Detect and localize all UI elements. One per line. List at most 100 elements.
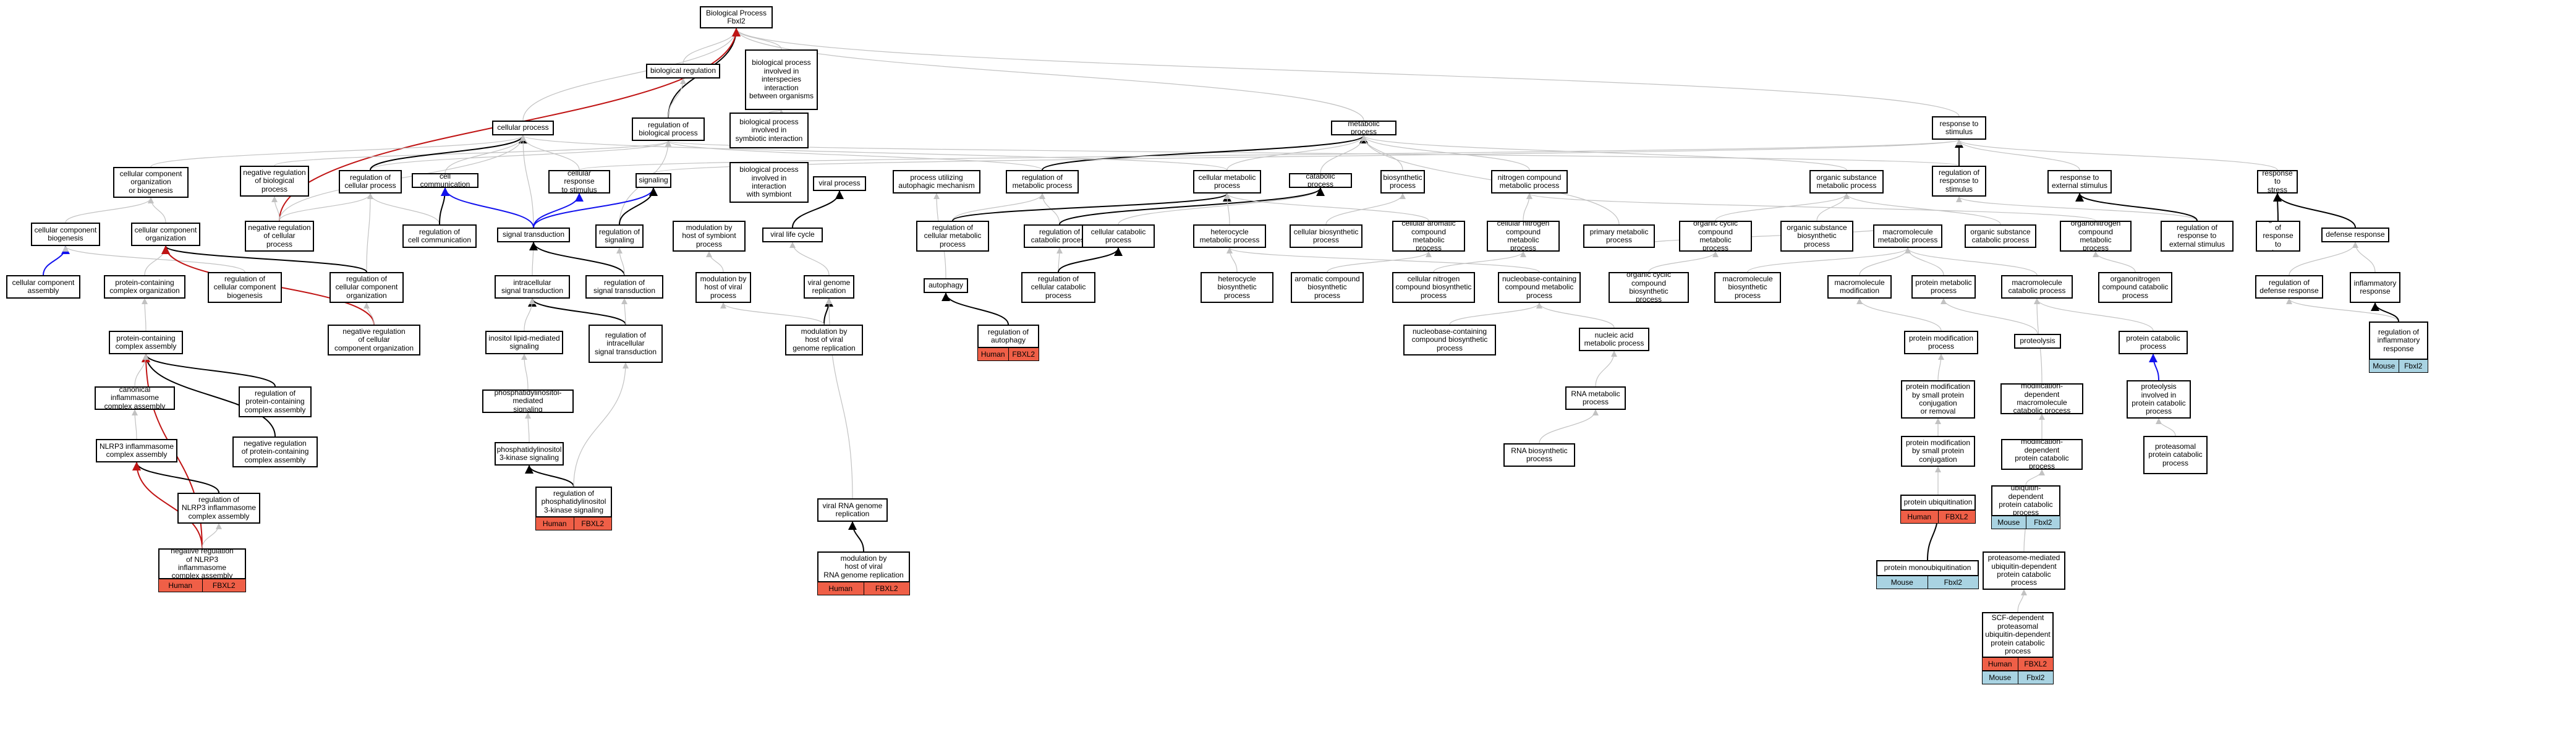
go-term-node-regrespext[interactable]: regulation of response to external stimu…	[2161, 221, 2234, 252]
go-term-node-cellnitrobiosyn[interactable]: cellular nitrogen compound biosynthetic …	[1392, 272, 1475, 303]
go-term-node-cellcomm[interactable]: cell communication	[412, 173, 478, 188]
go-term-node-proteolysis[interactable]: proteolysis	[2014, 334, 2061, 349]
go-term-node-rnametab[interactable]: RNA metabolic process	[1565, 386, 1626, 410]
go-term-node-pcassembly[interactable]: protein-containing complex assembly	[109, 331, 183, 354]
go-term-node-modviralgen[interactable]: modulation by host of viral genome repli…	[785, 325, 863, 355]
go-term-node-autophmech[interactable]: process utilizing autophagic mechanism	[893, 170, 980, 194]
go-term-node-regccorg[interactable]: regulation of cellular component organiz…	[329, 272, 404, 303]
go-term-node-organonitrocatab[interactable]: organonitrogen compound catabolic proces…	[2098, 272, 2172, 303]
go-term-node-inflam[interactable]: inflammatory response	[2350, 272, 2400, 303]
go-term-node-canoninflam[interactable]: canonical inflammasome complex assembly	[95, 386, 175, 410]
go-term-node-regcellmetab[interactable]: regulation of cellular metabolic process	[916, 221, 989, 252]
go-term-node-cellnitro[interactable]: cellular nitrogen compound metabolic pro…	[1487, 221, 1560, 252]
go-term-node-moddepprot[interactable]: modification-dependent protein catabolic…	[2001, 439, 2083, 470]
go-term-node-protmodconj[interactable]: protein modification by small protein co…	[1901, 436, 1975, 467]
go-term-node-viralrna[interactable]: viral RNA genome replication	[817, 498, 888, 522]
go-term-node-protmetab[interactable]: protein metabolic process	[1911, 275, 1976, 299]
go-term-node-regpcassembly[interactable]: regulation of protein-containing complex…	[239, 386, 312, 417]
go-term-node-reginflam[interactable]: regulation of inflammatory response	[2369, 321, 2428, 360]
go-term-node-ccassembly[interactable]: cellular component assembly	[6, 275, 80, 299]
go-term-node-symbiotic[interactable]: biological process involved in symbiotic…	[729, 113, 809, 148]
go-term-node-protmodsmall[interactable]: protein modification by small protein co…	[1901, 380, 1975, 419]
go-term-node-ccbiogen[interactable]: cellular component biogenesis	[31, 223, 100, 246]
go-term-node-inositol[interactable]: inositol lipid-mediated signaling	[485, 331, 563, 354]
go-term-node-nlrp3[interactable]: NLRP3 inflammasome complex assembly	[96, 439, 177, 462]
go-term-node-negregbio[interactable]: negative regulation of biological proces…	[240, 166, 309, 197]
go-term-node-regmetab[interactable]: regulation of metabolic process	[1006, 170, 1079, 194]
go-term-node-symbiont[interactable]: biological process involved in interacti…	[729, 162, 809, 203]
go-term-node-pi3k[interactable]: phosphatidylinositol 3-kinase signaling	[495, 442, 564, 466]
go-term-node-viralproc[interactable]: viral process	[813, 176, 866, 191]
go-term-node-autophagy[interactable]: autophagy	[924, 278, 968, 293]
go-term-node-cellproc[interactable]: cellular process	[492, 121, 554, 135]
go-term-node-nucbasebiosyn[interactable]: nucleobase-containing compound biosynthe…	[1403, 325, 1496, 355]
go-term-node-phosmed[interactable]: phosphatidylinositol-mediated signaling	[482, 389, 574, 413]
go-term-node-macromol[interactable]: macromolecule metabolic process	[1873, 224, 1942, 248]
go-term-node-arombiosyn[interactable]: aromatic compound biosynthetic process	[1291, 272, 1364, 303]
go-term-node-regnlrp3[interactable]: regulation of NLRP3 inflammasome complex…	[177, 493, 260, 524]
go-term-node-ubiqdep[interactable]: ubiquitin-dependent protein catabolic pr…	[1991, 485, 2060, 516]
go-term-node-modviralrna[interactable]: modulation by host of viral RNA genome r…	[817, 551, 910, 582]
go-term-node-regresp[interactable]: regulation of response to stimulus	[1932, 166, 1986, 197]
go-term-node-cellmetab[interactable]: cellular metabolic process	[1193, 170, 1261, 194]
go-term-node-orgcyclic[interactable]: organic cyclic compound metabolic proces…	[1679, 221, 1752, 252]
go-term-node-interspecies[interactable]: biological process involved in interspec…	[745, 49, 818, 110]
go-term-node-orgsubcatab[interactable]: organic substance catabolic process	[1965, 224, 2036, 248]
go-term-node-regbio[interactable]: regulation of biological process	[632, 117, 705, 141]
go-term-node-cellcatab[interactable]: cellular catabolic process	[1082, 224, 1155, 248]
go-term-node-negregccorg[interactable]: negative regulation of cellular componen…	[328, 325, 420, 355]
go-term-node-respstim[interactable]: response to stimulus	[1932, 116, 1986, 140]
go-term-node-pcorg[interactable]: protein-containing complex organization	[104, 275, 185, 299]
go-term-node-nucacid[interactable]: nucleic acid metabolic process	[1579, 328, 1649, 351]
go-term-node-regcellcomm[interactable]: regulation of cell communication	[402, 224, 477, 248]
go-term-node-proteasomal[interactable]: proteasomal protein catabolic process	[2143, 436, 2208, 474]
go-term-node-regrespstress[interactable]: regulation of response to stress	[2256, 221, 2300, 252]
go-term-node-viralgenrep[interactable]: viral genome replication	[804, 275, 854, 299]
go-term-node-orgsubbiosyn[interactable]: organic substance biosynthetic process	[1780, 221, 1853, 252]
go-term-node-protmonoubiq[interactable]: protein monoubiquitination	[1876, 560, 1979, 576]
go-term-node-macromolbiosyn[interactable]: macromolecule biosynthetic process	[1714, 272, 1781, 303]
go-term-node-orgcyclicbiosyn[interactable]: organic cyclic compound biosynthetic pro…	[1609, 272, 1689, 303]
go-term-node-protmod[interactable]: protein modification process	[1904, 331, 1978, 354]
go-term-node-negregpcassembly[interactable]: negative regulation of protein-containin…	[232, 436, 318, 467]
go-term-node-cellarom[interactable]: cellular aromatic compound metabolic pro…	[1392, 221, 1465, 252]
go-term-node-nitro[interactable]: nitrogen compound metabolic process	[1491, 170, 1568, 194]
go-term-node-metab[interactable]: metabolic process	[1331, 121, 1396, 135]
go-term-node-macromolmod[interactable]: macromolecule modification	[1827, 275, 1892, 299]
go-term-node-scfdep[interactable]: SCF-dependent proteasomal ubiquitin-depe…	[1982, 612, 2054, 658]
go-term-node-bioreg[interactable]: biological regulation	[646, 64, 720, 79]
go-term-node-organonitro[interactable]: organonitrogen compound metabolic proces…	[2060, 221, 2132, 252]
go-term-node-negregcell[interactable]: negative regulation of cellular process	[245, 221, 314, 252]
go-term-node-modviral[interactable]: modulation by host of viral process	[695, 272, 751, 303]
go-term-node-sigtrans[interactable]: signal transduction	[497, 228, 570, 242]
go-term-node-signaling[interactable]: signaling	[635, 173, 671, 188]
go-term-node-regdefense[interactable]: regulation of defense response	[2255, 275, 2323, 299]
go-term-node-negregnlrp3[interactable]: negative regulation of NLRP3 inflammasom…	[158, 548, 246, 579]
go-term-node-proteolysiscatab[interactable]: proteolysis involved in protein cataboli…	[2127, 380, 2191, 419]
go-term-node-regintrasig[interactable]: regulation of intracellular signal trans…	[589, 325, 663, 363]
go-term-node-regsigtrans[interactable]: regulation of signal transduction	[585, 275, 663, 299]
go-term-node-regpi3k[interactable]: regulation of phosphatidylinositol 3-kin…	[535, 487, 612, 517]
go-term-node-root[interactable]: Biological Process Fbxl2	[700, 6, 773, 28]
go-term-node-heterobiosyn[interactable]: heterocycle biosynthetic process	[1201, 272, 1273, 303]
go-term-node-ccorganization[interactable]: cellular component organization	[131, 223, 200, 246]
go-term-node-rnabiosyn[interactable]: RNA biosynthetic process	[1503, 443, 1575, 467]
go-term-node-respstress[interactable]: response to stress	[2257, 170, 2298, 194]
go-term-node-intrasig[interactable]: intracellular signal transduction	[495, 275, 570, 299]
go-term-node-proteasomemed[interactable]: proteasome-mediated ubiquitin-dependent …	[1983, 551, 2065, 590]
go-term-node-nucbase[interactable]: nucleobase-containing compound metabolic…	[1498, 272, 1581, 303]
go-term-node-protubiq[interactable]: protein ubiquitination	[1900, 495, 1976, 511]
go-term-node-protcatab[interactable]: protein catabolic process	[2119, 331, 2188, 354]
go-term-node-heterocycle[interactable]: heterocycle metabolic process	[1193, 224, 1266, 248]
go-term-node-primary[interactable]: primary metabolic process	[1583, 224, 1655, 248]
go-term-node-ccorg[interactable]: cellular component organization or bioge…	[113, 167, 189, 198]
go-term-node-moddep[interactable]: modification-dependent macromolecule cat…	[2000, 383, 2083, 414]
go-term-node-defense[interactable]: defense response	[2321, 228, 2389, 242]
go-term-node-regccbiogen[interactable]: regulation of cellular component biogene…	[208, 272, 282, 303]
go-term-node-regcellcatab[interactable]: regulation of cellular catabolic process	[1021, 272, 1095, 303]
go-term-node-cellresp[interactable]: cellular response to stimulus	[548, 170, 610, 194]
go-term-node-cellbiosyn[interactable]: cellular biosynthetic process	[1290, 224, 1362, 248]
go-term-node-orgsubmetab[interactable]: organic substance metabolic process	[1809, 170, 1884, 194]
go-term-node-regcell[interactable]: regulation of cellular process	[339, 170, 402, 194]
go-term-node-modsymb[interactable]: modulation by host of symbiont process	[673, 221, 746, 252]
